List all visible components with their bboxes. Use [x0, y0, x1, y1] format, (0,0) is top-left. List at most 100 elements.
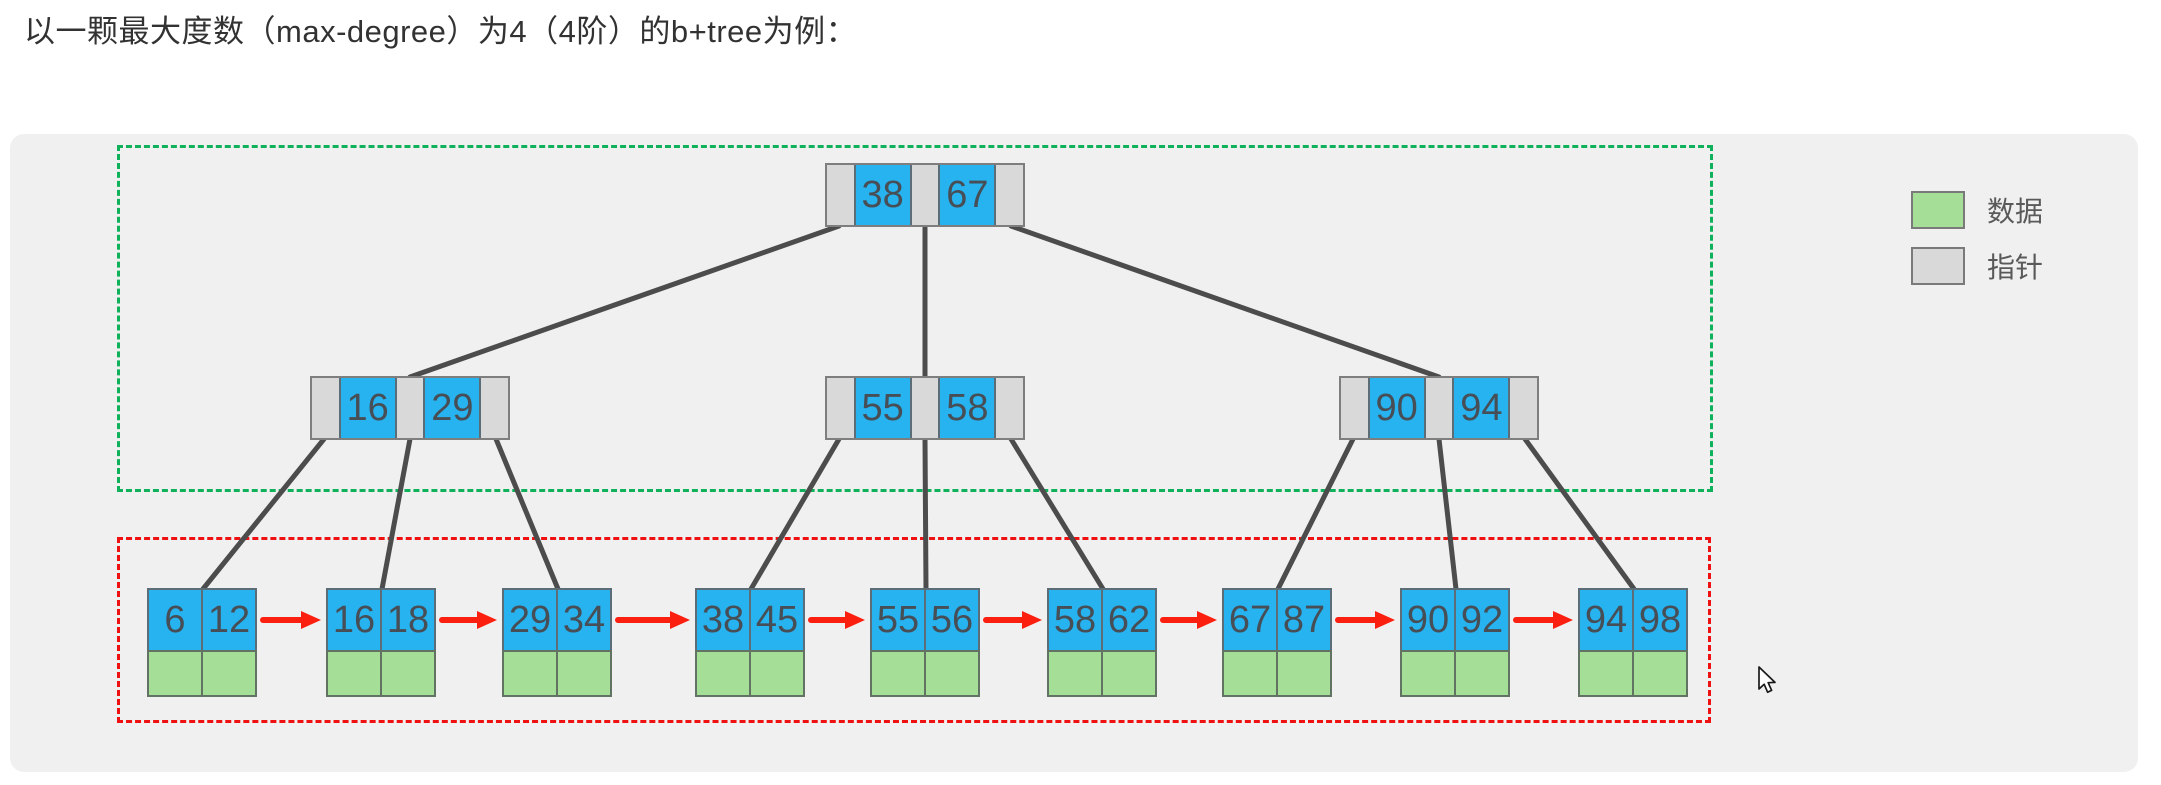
- key-cell: 87: [1276, 588, 1332, 652]
- data-cell: [1578, 650, 1634, 697]
- key-cell: 62: [1101, 588, 1157, 652]
- pointer-cell: [827, 378, 854, 438]
- pointer-cell: [312, 378, 339, 438]
- leaf-data-row: [502, 650, 614, 697]
- key-cell: 16: [338, 378, 397, 438]
- key-cell: 38: [853, 165, 912, 225]
- leaf-data-row: [695, 650, 807, 697]
- key-cell: 92: [1454, 588, 1510, 652]
- pointer-cell: [1341, 378, 1368, 438]
- data-cell: [556, 650, 612, 697]
- data-cell: [1400, 650, 1456, 697]
- data-cell: [1101, 650, 1157, 697]
- tree-edge: [1436, 436, 1459, 592]
- key-cell: 94: [1452, 378, 1511, 438]
- tree-edge: [922, 436, 929, 592]
- tree-edge: [1008, 436, 1106, 592]
- leaf-data-row: [147, 650, 259, 697]
- mouse-cursor: [1758, 666, 1776, 694]
- leaf-nodes-region-outline: [117, 537, 1711, 723]
- pointer-cell: [481, 378, 508, 438]
- legend-item-data: 数据: [1911, 190, 2043, 230]
- pointer-color-swatch: [1911, 247, 1965, 285]
- pointer-cell: [912, 165, 939, 225]
- key-cell: 55: [870, 588, 926, 652]
- key-cell: 6: [147, 588, 203, 652]
- internal-node-2: 90 94: [1339, 376, 1539, 440]
- tree-edge: [1522, 436, 1637, 592]
- data-color-swatch: [1911, 191, 1965, 229]
- key-cell: 45: [749, 588, 805, 652]
- leaf-data-row: [326, 650, 438, 697]
- legend: 数据 指针: [1911, 190, 2043, 302]
- key-cell: 94: [1578, 588, 1634, 652]
- pointer-cell: [1426, 378, 1453, 438]
- key-cell: 67: [1222, 588, 1278, 652]
- key-cell: 12: [201, 588, 257, 652]
- key-cell: 67: [938, 165, 997, 225]
- key-cell: 29: [502, 588, 558, 652]
- tree-edge: [379, 436, 413, 592]
- pointer-cell: [996, 378, 1023, 438]
- key-cell: 58: [1047, 588, 1103, 652]
- data-cell: [380, 650, 436, 697]
- tree-edge: [407, 223, 842, 380]
- internal-nodes-region-outline: [117, 145, 1713, 492]
- key-cell: 56: [924, 588, 980, 652]
- data-cell: [1632, 650, 1688, 697]
- root-node: 38 67: [825, 163, 1025, 227]
- tree-edge: [1008, 223, 1442, 380]
- data-cell: [695, 650, 751, 697]
- data-cell: [326, 650, 382, 697]
- data-cell: [1222, 650, 1278, 697]
- key-cell: 29: [423, 378, 482, 438]
- leaf-data-row: [1578, 650, 1690, 697]
- data-cell: [924, 650, 980, 697]
- data-cell: [870, 650, 926, 697]
- legend-item-pointer: 指针: [1911, 246, 2043, 286]
- key-cell: 58: [938, 378, 997, 438]
- leaf-data-row: [1047, 650, 1159, 697]
- legend-label-pointer: 指针: [1987, 252, 2044, 283]
- data-cell: [502, 650, 558, 697]
- key-cell: 18: [380, 588, 436, 652]
- key-cell: 34: [556, 588, 612, 652]
- key-cell: 90: [1400, 588, 1456, 652]
- data-cell: [201, 650, 257, 697]
- data-cell: [749, 650, 805, 697]
- data-cell: [1454, 650, 1510, 697]
- tree-edge: [200, 436, 327, 592]
- key-cell: 98: [1632, 588, 1688, 652]
- pointer-cell: [996, 165, 1023, 225]
- page-title: 以一颗最大度数（max-degree）为4（4阶）的b+tree为例：: [24, 14, 858, 49]
- tree-edge: [1275, 436, 1356, 592]
- tree-edge: [493, 436, 561, 592]
- key-cell: 38: [695, 588, 751, 652]
- key-cell: 16: [326, 588, 382, 652]
- data-cell: [1276, 650, 1332, 697]
- key-cell: 90: [1367, 378, 1426, 438]
- pointer-cell: [912, 378, 939, 438]
- pointer-cell: [1510, 378, 1537, 438]
- leaf-data-row: [870, 650, 982, 697]
- leaf-data-row: [1222, 650, 1334, 697]
